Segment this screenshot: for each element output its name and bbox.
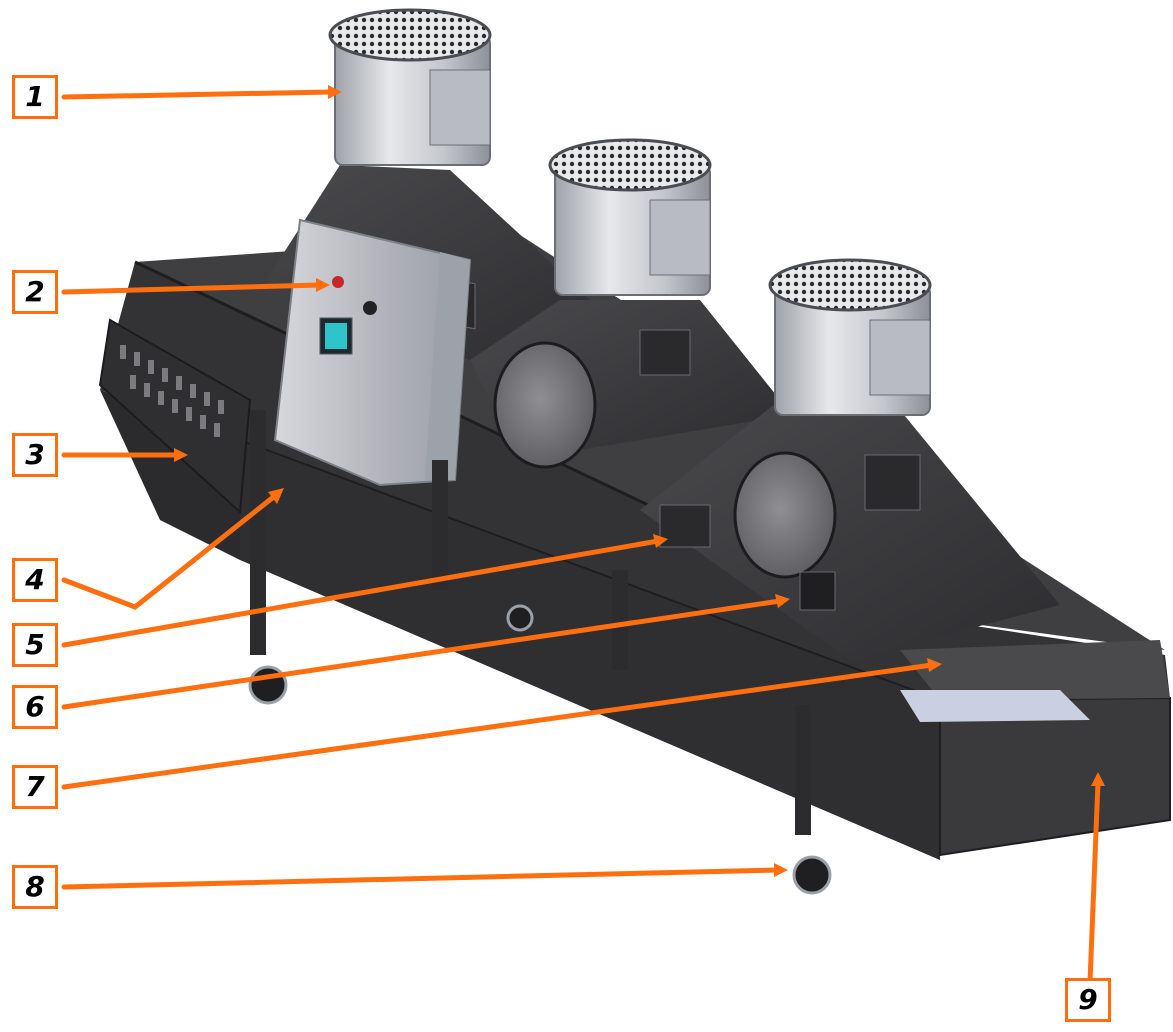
callout-6-number: 6 <box>25 690 45 723</box>
callout-1-number: 1 <box>25 80 45 113</box>
callout-arrow-8-head <box>774 863 788 877</box>
fan-motor-1 <box>328 8 492 166</box>
callout-arrow-5 <box>61 538 661 648</box>
callout-arrow-2-head <box>316 278 330 292</box>
callout-arrow-4-head <box>268 488 284 504</box>
callout-arrow-1 <box>61 89 335 100</box>
callout-9: 9 <box>1065 978 1111 1022</box>
callout-3-number: 3 <box>25 438 45 471</box>
callout-8-number: 8 <box>25 870 45 903</box>
end-hopper <box>900 640 1171 857</box>
control-panel <box>273 218 472 487</box>
callout-8: 8 <box>12 865 58 909</box>
fan-motor-3 <box>768 258 932 416</box>
callout-arrow-7 <box>61 662 935 790</box>
callout-7-number: 7 <box>25 770 45 803</box>
callout-4-number: 4 <box>25 563 45 596</box>
callout-arrow-8 <box>61 867 781 890</box>
callout-arrow-9-head <box>1091 772 1105 786</box>
callout-6: 6 <box>12 685 58 729</box>
callout-arrow-9 <box>1087 779 1101 985</box>
callout-5: 5 <box>12 623 58 667</box>
callout-2-number: 2 <box>25 275 45 308</box>
callout-arrow-2 <box>61 282 323 295</box>
callout-5-number: 5 <box>25 628 45 661</box>
side-vent-box <box>98 318 252 515</box>
callout-4: 4 <box>12 558 58 602</box>
callout-arrow-6 <box>61 598 783 710</box>
callout-arrow-4 <box>61 492 279 610</box>
callout-arrow-7-head <box>927 658 942 672</box>
callout-arrow-3-head <box>174 448 188 462</box>
callout-arrows <box>61 85 1105 985</box>
fan-motor-2 <box>548 138 712 296</box>
callout-arrow-5-head <box>653 534 668 548</box>
callout-arrow-1-head <box>328 85 342 99</box>
callout-3: 3 <box>12 433 58 477</box>
callout-7: 7 <box>12 765 58 809</box>
callout-1: 1 <box>12 75 58 119</box>
fan-motors <box>328 8 932 416</box>
callout-2: 2 <box>12 270 58 314</box>
callout-9-number: 9 <box>1078 983 1098 1016</box>
callout-arrow-6-head <box>775 594 790 608</box>
